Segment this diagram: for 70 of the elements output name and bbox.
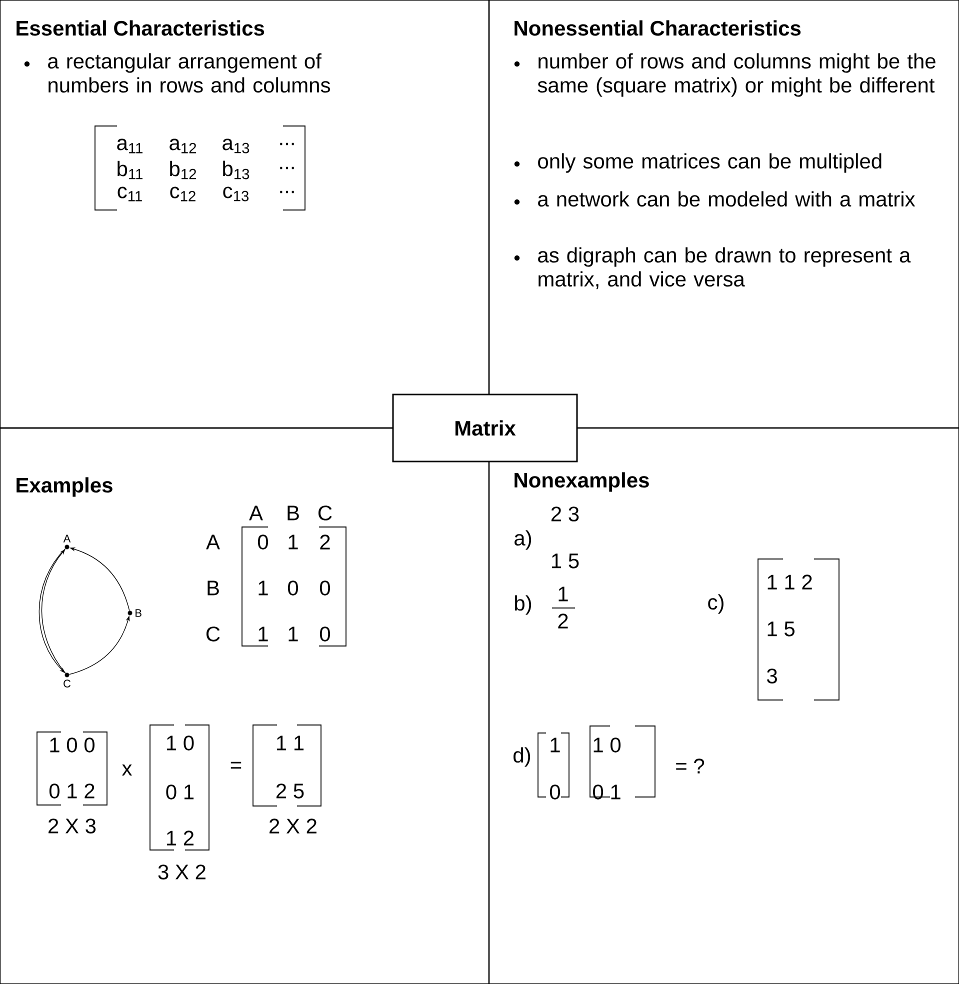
matrix-entry: 0 <box>288 580 298 596</box>
matrix-entry: 1 <box>258 580 268 596</box>
matrix-entry: 1 <box>288 534 298 550</box>
heading: Essential Characteristics <box>16 20 264 36</box>
matrix-entry: d) <box>514 747 530 767</box>
matrix-entry: 0 1 2 <box>49 784 94 798</box>
matrix-entry: 1 5 <box>552 554 579 568</box>
matrix-entry: x <box>122 764 132 776</box>
matrix-entry: a) <box>514 530 532 550</box>
matrix-entry: 1 5 <box>768 622 794 636</box>
matrix-entry: a$_{11}$ <box>117 138 142 154</box>
matrix-entry: A <box>249 506 263 520</box>
matrix-entry: c$_{12}$ <box>170 186 196 202</box>
matrix-entry: 0 <box>320 580 330 596</box>
matrix-entry: 1 <box>550 738 560 752</box>
bullet-text: as digraph can be drawn to represent a matrix, and vice versa <box>538 247 911 290</box>
matrix-entry: 2 3 <box>551 506 579 522</box>
matrix-entry: 0 <box>320 626 330 642</box>
matrix-entry: 3 <box>767 668 777 684</box>
matrix-entry: 0 <box>258 534 268 550</box>
matrix-entry: 1 <box>288 626 298 642</box>
matrix-entry: B <box>208 580 219 596</box>
matrix-entry: A <box>206 534 220 550</box>
matrix-entry: b$_{11}$ <box>118 160 142 180</box>
matrix-entry: = ? <box>676 758 704 774</box>
bullet-text: a rectangular arrangement of numbers in rows and columns <box>48 53 330 93</box>
title-box: Matrix <box>392 394 578 462</box>
matrix-entry: = <box>230 762 242 769</box>
bullet-text: number of rows and columns might be the same (square matrix) or might be different <box>538 53 936 97</box>
matrix-entry: 1 0 <box>594 738 621 752</box>
matrix-entry: 2 X 3 <box>48 818 96 834</box>
graph-vertex: C <box>64 672 71 688</box>
node-label: B <box>136 609 142 617</box>
matrix-entry: c$_{13}$ <box>223 186 249 202</box>
matrix-entry: 1 1 <box>277 736 304 750</box>
matrix-entry: C <box>318 506 332 520</box>
matrix-entry: B <box>288 506 299 520</box>
matrix-entry: 1 <box>258 626 268 642</box>
matrix-entry: c$_{11}$ <box>118 186 142 202</box>
graph-vertex: A <box>63 534 71 550</box>
node-label: C <box>64 680 71 688</box>
matrix-entry: 1 0 <box>167 736 194 750</box>
matrix-entry: 1 0 0 <box>50 738 94 752</box>
matrix-entry: ... <box>280 166 294 170</box>
matrix-entry: C <box>206 626 220 642</box>
matrix-entry: b) <box>515 595 532 615</box>
matrix-entry: ... <box>280 142 294 146</box>
matrix-entry: a$_{13}$ <box>222 138 250 154</box>
matrix-entry: 2 <box>320 534 330 550</box>
matrix-entry: c) <box>708 594 724 614</box>
matrix-entry: 2 5 <box>276 784 304 798</box>
matrix-entry: a$_{12}$ <box>170 138 196 154</box>
matrix-entry: 1 2 <box>167 830 194 846</box>
heading: Examples <box>16 477 112 497</box>
bullet-text: a network can be modeled with a matrix <box>538 191 916 207</box>
matrix-entry: ... <box>280 190 294 194</box>
matrix-entry: 0 <box>550 784 560 800</box>
matrix-entry: 0 1 <box>166 784 194 800</box>
matrix-entry: 2 X 2 <box>270 818 316 834</box>
matrix-entry: 1 <box>558 586 568 602</box>
matrix-entry: 1 1 2 <box>768 574 812 590</box>
graph-vertex: B <box>128 609 142 617</box>
matrix-entry: 2 <box>558 614 568 628</box>
matrix-entry: b$_{13}$ <box>223 160 250 180</box>
node-label: A <box>63 534 71 542</box>
bullet-text: only some matrices can be multipled <box>538 153 882 173</box>
matrix-entry: b$_{12}$ <box>170 160 196 180</box>
heading: Nonessential Characteristics <box>514 20 801 36</box>
matrix-entry: 3 X 2 <box>158 864 206 880</box>
heading: Nonexamples <box>514 472 649 492</box>
